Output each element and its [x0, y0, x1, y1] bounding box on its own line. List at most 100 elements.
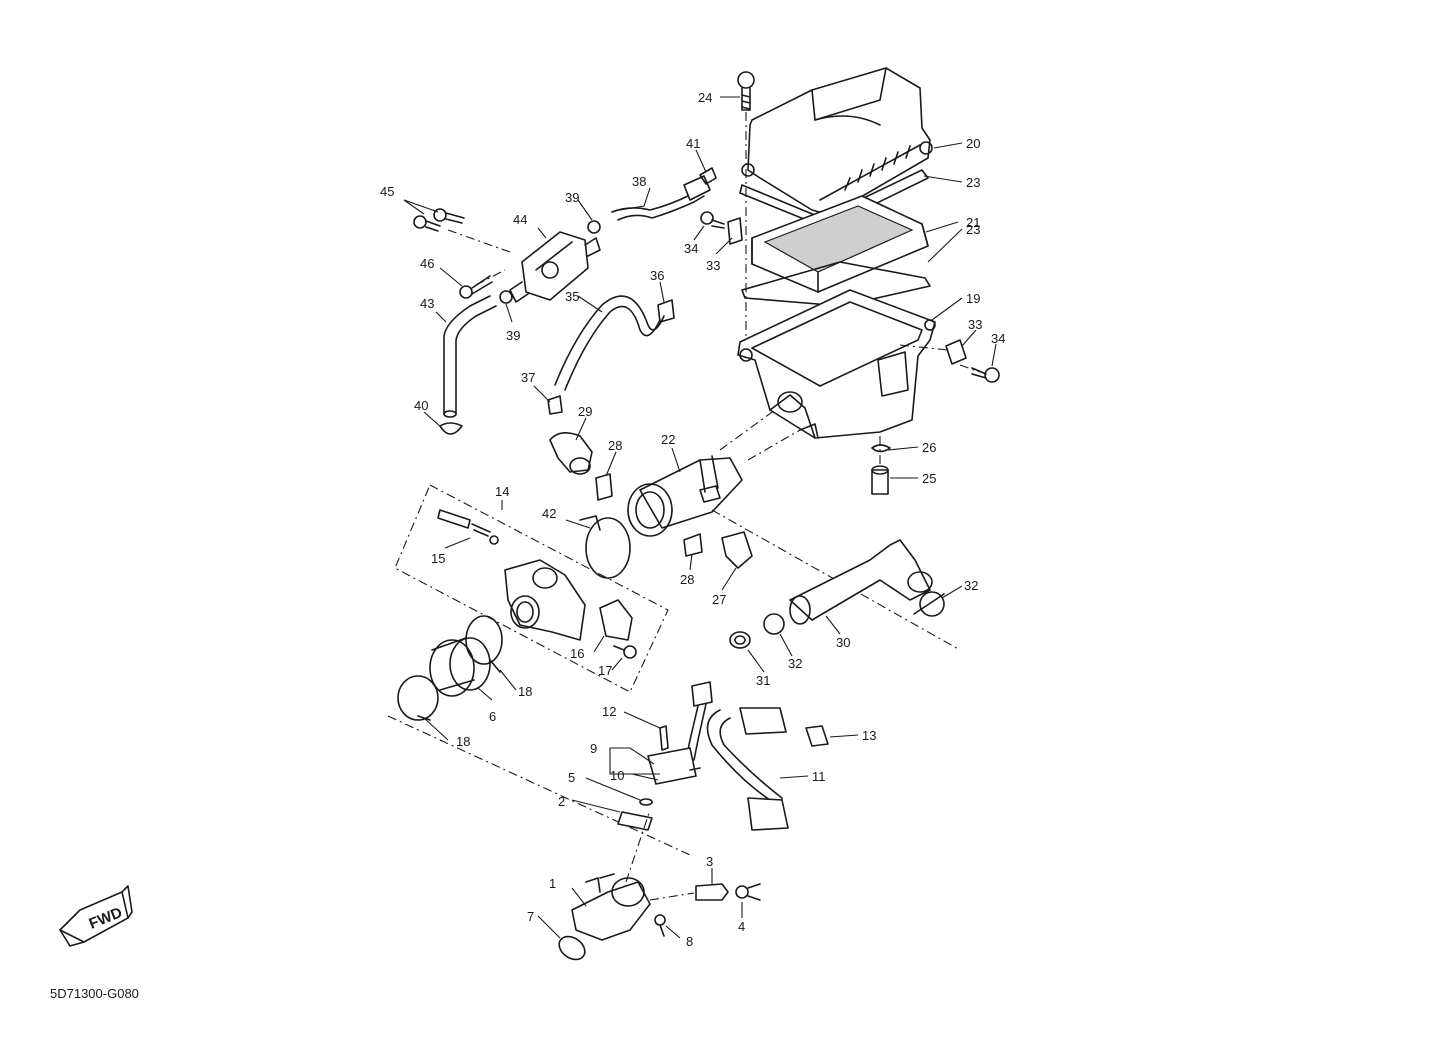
hose-29: [549, 432, 593, 475]
clip-39-upper: [587, 220, 601, 234]
fuel-hose-11: [706, 707, 789, 831]
callout-37: 37: [521, 370, 535, 385]
screw-17: [613, 645, 637, 659]
bolt-45-lower: [413, 215, 441, 232]
cap-31: [729, 631, 751, 649]
callout-28b: 28: [680, 572, 694, 587]
hose-38: [611, 175, 711, 221]
callout-21: 21: [966, 215, 980, 230]
callout-24: 24: [698, 90, 712, 105]
callout-33a: 33: [968, 317, 982, 332]
joint-6: [429, 637, 491, 697]
pipe-27: [721, 531, 753, 569]
callout-38: 38: [632, 174, 646, 189]
gasket-lower: [741, 261, 931, 307]
callout-10: 10: [610, 768, 624, 783]
callout-43: 43: [420, 296, 434, 311]
callout-12: 12: [602, 704, 616, 719]
callout-32a: 32: [964, 578, 978, 593]
clip-33-right: [945, 339, 967, 365]
callout-6: 6: [489, 709, 496, 724]
throttle-body-group-box: [394, 484, 669, 693]
clip-39-lower: [499, 290, 513, 304]
callout-31: 31: [756, 673, 770, 688]
callout-8: 8: [686, 934, 693, 949]
clamp-42: [579, 515, 631, 579]
callout-44: 44: [513, 212, 527, 227]
clip-37: [547, 395, 563, 415]
callout-3: 3: [706, 854, 713, 869]
callout-18b: 18: [456, 734, 470, 749]
callout-35: 35: [565, 289, 579, 304]
throttle-body: [504, 559, 586, 641]
callout-1: 1: [549, 876, 556, 891]
callout-36: 36: [650, 268, 664, 283]
callout-46: 46: [420, 256, 434, 271]
callout-34a: 34: [991, 331, 1005, 346]
callout-5: 5: [568, 770, 575, 785]
clamp-18-lower: [397, 675, 439, 721]
bolt-34-right: [971, 367, 1000, 383]
callout-13: 13: [862, 728, 876, 743]
clip-41: [699, 167, 717, 185]
callout-18a: 18: [518, 684, 532, 699]
bolt-34-left: [700, 211, 725, 229]
callout-41: 41: [686, 136, 700, 151]
clamp-32-right: [913, 591, 945, 617]
clip-26: [871, 444, 891, 453]
injector-9: [647, 747, 701, 785]
air-cleaner-case: [737, 289, 936, 439]
callout-16: 16: [570, 646, 584, 661]
callout-22: 22: [661, 432, 675, 447]
callout-28a: 28: [608, 438, 622, 453]
screw-24: [737, 71, 755, 340]
callout-20: 20: [966, 136, 980, 151]
callout-39a: 39: [565, 190, 579, 205]
callout-40: 40: [414, 398, 428, 413]
callout-23b: 23: [966, 222, 980, 237]
clip-28-upper: [595, 473, 613, 501]
cap-13: [805, 725, 829, 747]
callout-42: 42: [542, 506, 556, 521]
callout-4: 4: [738, 919, 745, 934]
callout-15: 15: [431, 551, 445, 566]
callout-45: 45: [380, 184, 394, 199]
clip-40: [439, 422, 463, 435]
callout-33b: 33: [706, 258, 720, 273]
callout-labels: 1 2 3 4 5 6 7 8 9 10 11 12 13 14 15 16 1…: [380, 90, 1005, 949]
callout-30: 30: [836, 635, 850, 650]
callout-7: 7: [527, 909, 534, 924]
fwd-arrow-icon: [59, 885, 133, 947]
air-filter-element: [751, 195, 929, 293]
hose-43: [443, 295, 497, 418]
drawing-code: 5D71300-G080: [50, 986, 139, 1001]
callout-17: 17: [598, 663, 612, 678]
hose-35: [554, 295, 665, 391]
clip-28-lower: [683, 533, 703, 557]
screw-15: [437, 509, 499, 545]
callout-34b: 34: [684, 241, 698, 256]
joint-22: [627, 455, 743, 537]
air-cleaner-cover: [741, 67, 933, 216]
cap-3: [695, 883, 729, 901]
callout-11: 11: [812, 769, 826, 784]
bolt-45-upper: [433, 208, 465, 224]
callout-9: 9: [590, 741, 597, 756]
callout-26: 26: [922, 440, 936, 455]
collar-25: [871, 465, 889, 495]
clamp-18-upper: [465, 615, 503, 673]
manifold-1: [571, 873, 651, 941]
clip-33-left: [727, 217, 743, 245]
callout-32b: 32: [788, 656, 802, 671]
callout-14: 14: [495, 484, 509, 499]
callout-27: 27: [712, 592, 726, 607]
callout-29: 29: [578, 404, 592, 419]
leader-lines: [403, 96, 997, 939]
bolt-12: [659, 725, 669, 751]
o-ring-7: [558, 935, 586, 961]
callout-39b: 39: [506, 328, 520, 343]
bolt-46: [459, 275, 493, 299]
seal-5: [639, 798, 653, 806]
clip-4: [735, 883, 761, 901]
